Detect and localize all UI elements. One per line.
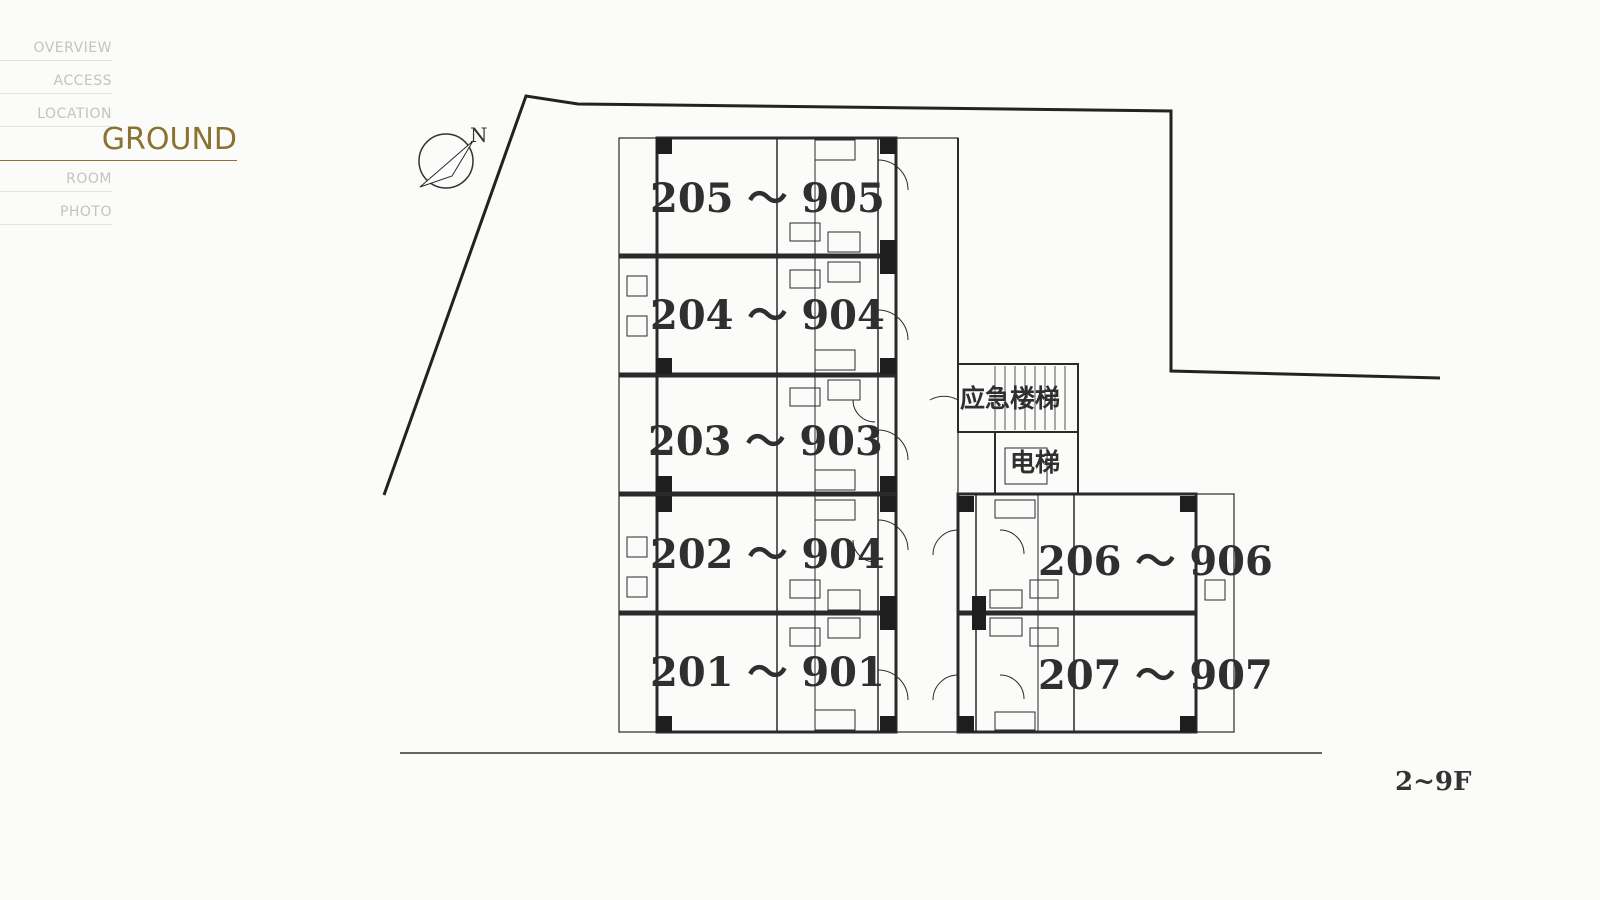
nav-item-overview[interactable]: OVERVIEW <box>0 40 112 61</box>
unit-label-202: 202 ～ 904 <box>650 531 885 578</box>
nav-item-photo[interactable]: PHOTO <box>0 204 112 225</box>
unit-label-204: 204 ～ 904 <box>650 292 885 339</box>
right-unit-block <box>932 492 1235 734</box>
unit-label-206: 206 ～ 906 <box>1038 538 1273 585</box>
unit-label-207: 207 ～ 907 <box>1038 652 1273 699</box>
north-label: N <box>470 123 488 147</box>
floor-range-label: 2~9F <box>1395 767 1472 797</box>
site-boundary <box>382 94 1441 496</box>
nav-item-location[interactable]: LOCATION <box>0 106 112 127</box>
unit-label-201: 201 ～ 901 <box>650 649 885 696</box>
unit-label-205: 205 ～ 905 <box>650 175 885 222</box>
elevator-label: 电梯 <box>1010 448 1060 477</box>
nav-item-ground[interactable]: GROUND <box>0 122 237 161</box>
compass-icon: N <box>418 123 488 189</box>
nav-item-room[interactable]: ROOM <box>0 171 112 192</box>
left-unit-block <box>618 136 959 734</box>
emergency-stairs-label: 应急楼梯 <box>960 384 1060 413</box>
unit-label-203: 203 ～ 903 <box>648 418 883 465</box>
nav-item-access[interactable]: ACCESS <box>0 73 112 94</box>
side-nav: OVERVIEW ACCESS LOCATION GROUND ROOM PHO… <box>0 0 260 240</box>
